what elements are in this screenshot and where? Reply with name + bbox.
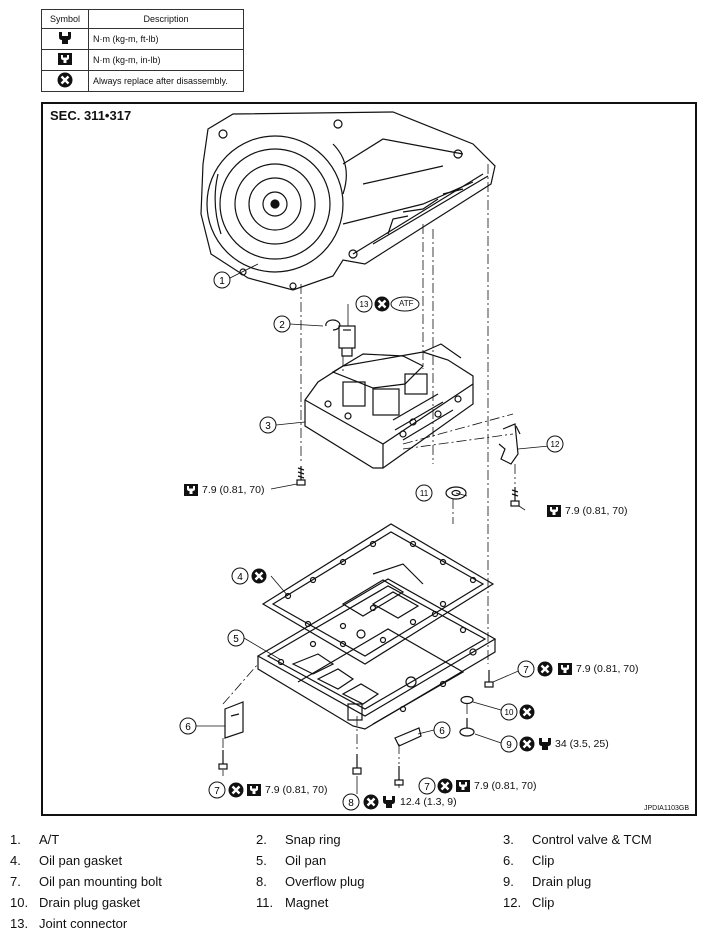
torque-clip-bolt: 7.9 (0.81, 70) [565, 505, 628, 517]
snap-ring-drawing [325, 319, 341, 331]
replace-x-icon [251, 568, 267, 584]
legend-header-row: Symbol Description [41, 9, 244, 29]
legend-header-description: Description [88, 9, 244, 29]
replace-x-icon [437, 778, 453, 794]
diagram-drawing: 1 2 3 4 5 6 6 7 7 7 8 9 10 11 12 13 [179, 111, 572, 811]
torque-pan-bolt-right: 7.9 (0.81, 70) [576, 663, 639, 675]
callout-8: 8 [342, 793, 360, 811]
atf-oval [390, 296, 420, 312]
image-code: JPDIA1103GB [643, 805, 689, 812]
atf-label: ATF [399, 299, 414, 308]
callout-10: 10 [500, 703, 518, 721]
legend-row-text: N·m (kg-m, ft-lb) [88, 28, 244, 50]
callout-3: 3 [259, 416, 277, 434]
legend-row: N·m (kg-m, ft-lb) [41, 28, 244, 50]
svg-text:11: 11 [420, 489, 429, 498]
torque-wrench-inlb-icon [58, 53, 72, 65]
exploded-diagram: SEC. 311•317 [41, 102, 697, 816]
callout-11: 11 [415, 484, 433, 502]
callout-7-mid: 7 [418, 777, 436, 795]
callout-5: 5 [227, 629, 245, 647]
oil-pan-gasket-drawing [261, 523, 495, 665]
replace-x-icon [363, 794, 379, 810]
torque-pan-bolt-left: 7.9 (0.81, 70) [265, 784, 328, 796]
replace-x-icon [228, 782, 244, 798]
clip-6-left-drawing [224, 701, 244, 739]
svg-text:6: 6 [439, 726, 445, 737]
joint-connector-drawing [338, 325, 356, 357]
torque-wrench-inlb-icon [247, 784, 261, 796]
legend-row: Always replace after disassembly. [41, 70, 244, 92]
replace-x-icon [537, 661, 553, 677]
oil-pan-drawing [256, 578, 497, 730]
callout-1: 1 [213, 271, 231, 289]
pan-bolt-left-drawing [218, 750, 228, 770]
svg-text:9: 9 [506, 740, 512, 751]
svg-text:7: 7 [424, 782, 430, 793]
torque-wrench-inlb-icon [558, 663, 572, 675]
torque-control-valve-bolt: 7.9 (0.81, 70) [202, 484, 265, 496]
callout-2: 2 [273, 315, 291, 333]
svg-text:10: 10 [505, 708, 514, 717]
control-valve-bolt-drawing [296, 466, 306, 486]
legend-header-symbol: Symbol [41, 9, 89, 29]
symbol-legend-table: Symbol Description N·m (kg-m, ft-lb) N·m… [41, 9, 244, 92]
replace-x-icon [519, 704, 535, 720]
legend-row: N·m (kg-m, in-lb) [41, 49, 244, 71]
svg-text:13: 13 [360, 300, 369, 309]
replace-x-icon [57, 72, 73, 88]
torque-wrench-inlb-icon [456, 780, 470, 792]
replace-x-icon [519, 736, 535, 752]
callout-4: 4 [231, 567, 249, 585]
callout-6-right: 6 [433, 721, 451, 739]
legend-row-text: N·m (kg-m, in-lb) [88, 49, 244, 71]
callout-7-left: 7 [208, 781, 226, 799]
overflow-plug-drawing [352, 754, 362, 775]
callout-12: 12 [546, 435, 564, 453]
torque-wrench-ftlb-icon [539, 738, 551, 750]
torque-wrench-ftlb-icon [59, 32, 71, 44]
torque-wrench-ftlb-icon [383, 796, 395, 808]
drain-plug-gasket-drawing [460, 695, 474, 705]
torque-drain-plug: 34 (3.5, 25) [555, 738, 609, 750]
callout-6-left: 6 [179, 717, 197, 735]
replace-x-icon [374, 296, 390, 312]
svg-text:4: 4 [237, 572, 243, 583]
drain-plug-drawing [459, 718, 475, 737]
callout-7-right: 7 [517, 660, 535, 678]
svg-text:1: 1 [219, 276, 225, 287]
callout-13: 13 [355, 295, 373, 313]
clip-bolt-drawing [510, 487, 520, 507]
svg-text:5: 5 [233, 634, 239, 645]
torque-overflow-plug: 12.4 (1.3, 9) [400, 796, 457, 808]
torque-wrench-inlb-icon [184, 484, 198, 496]
svg-text:8: 8 [348, 798, 354, 809]
pan-bolt-right-drawing [484, 670, 494, 688]
legend-row-text: Always replace after disassembly. [88, 70, 244, 92]
svg-text:6: 6 [185, 722, 191, 733]
svg-text:3: 3 [265, 421, 271, 432]
torque-wrench-inlb-icon [547, 505, 561, 517]
svg-text:12: 12 [551, 440, 560, 449]
section-label: SEC. 311•317 [50, 108, 132, 123]
callout-9: 9 [500, 735, 518, 753]
torque-pan-bolt-mid: 7.9 (0.81, 70) [474, 780, 537, 792]
pan-bolt-mid-drawing [394, 766, 404, 786]
magnet-drawing [445, 486, 467, 500]
svg-text:7: 7 [523, 665, 529, 676]
clip-6-right-drawing [394, 727, 422, 747]
transmission-drawing [200, 111, 496, 291]
clip-12-drawing [498, 423, 521, 465]
svg-text:2: 2 [279, 320, 285, 331]
svg-text:7: 7 [214, 786, 220, 797]
control-valve-drawing [304, 343, 474, 469]
